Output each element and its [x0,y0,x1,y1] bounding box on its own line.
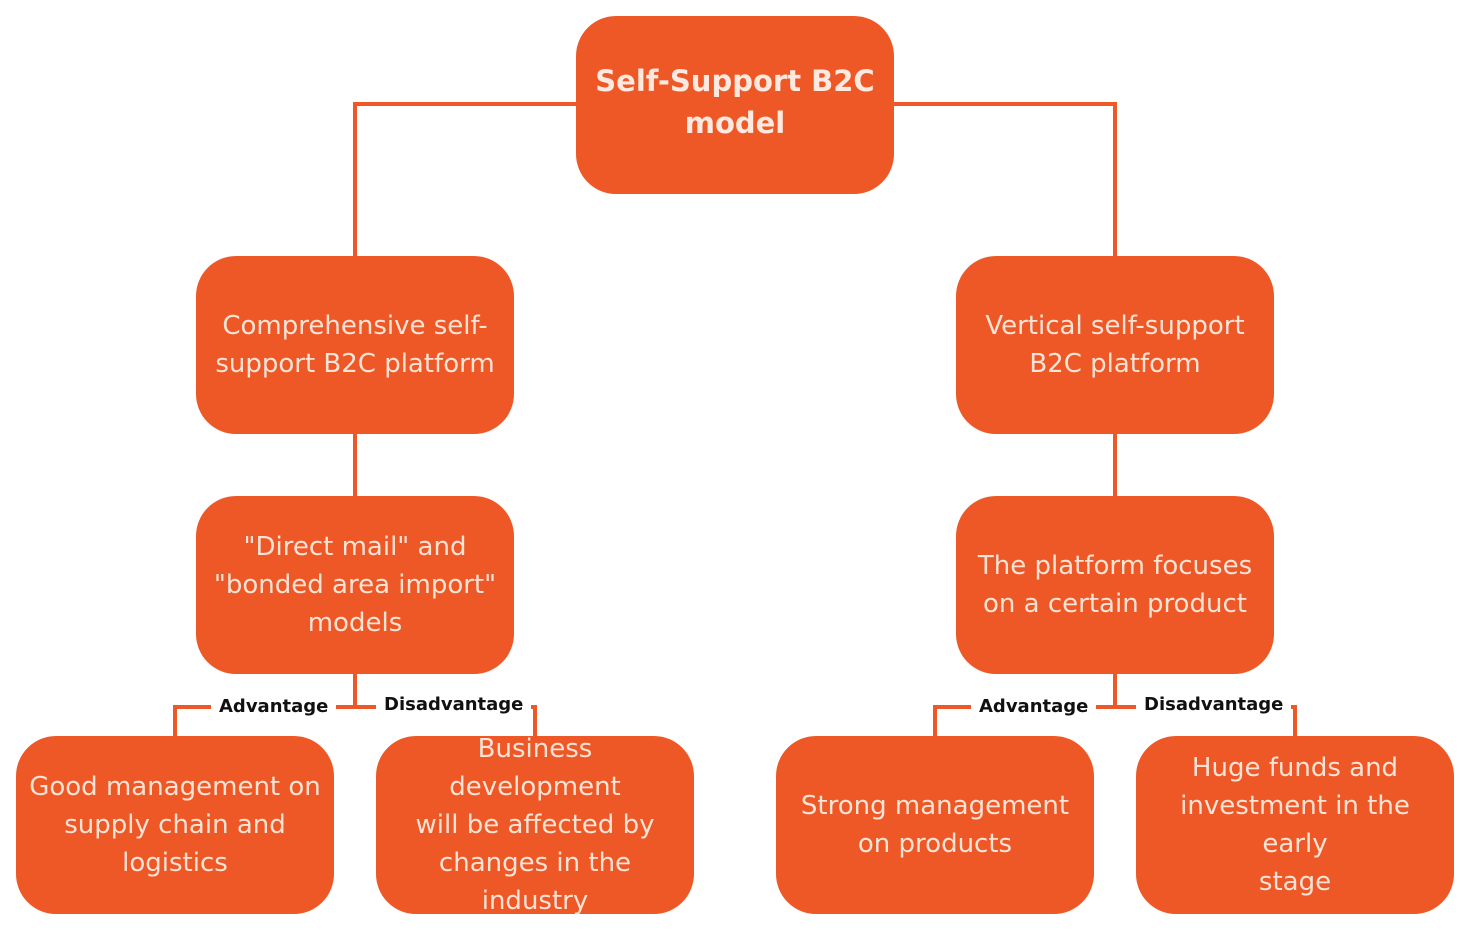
vertical-platform-node: Vertical self-support B2C platform [956,256,1274,434]
left-advantage-label: Advantage [211,696,337,718]
left-disadvantage-node: Business development will be affected by… [376,734,694,916]
left-disadvantage-label: Disadvantage [376,694,532,716]
right-disadvantage-line-3: stage [1258,867,1332,897]
root-title-line-2: model [684,106,786,140]
direct-mail-models-line-3: models [307,608,403,638]
comprehensive-platform-line-2: support B2C platform [215,349,495,379]
left-advantage-line-2: supply chain and [64,810,286,840]
left-disadvantage-line-1: Business development [449,734,621,802]
direct-mail-models-node: "Direct mail" and "bonded area import" m… [196,496,514,674]
root-node: Self-Support B2C model [576,16,894,194]
product-focus-line-1: The platform focuses [977,551,1253,581]
connector-root-to-right [894,102,1117,256]
right-advantage-line-2: on products [857,829,1013,859]
connector-root-to-left [353,102,576,256]
direct-mail-models-line-2: "bonded area import" [213,570,497,600]
left-advantage-node: Good management on supply chain and logi… [16,736,334,914]
left-disadvantage-line-2: will be affected by [415,810,655,840]
right-disadvantage-label: Disadvantage [1136,694,1292,716]
left-advantage-line-3: logistics [122,848,228,878]
right-advantage-label: Advantage [971,696,1097,718]
product-focus-line-2: on a certain product [983,589,1247,619]
direct-mail-models-line-1: "Direct mail" and [243,532,467,562]
right-advantage-line-1: Strong management [800,791,1070,821]
vertical-platform-line-1: Vertical self-support [985,311,1245,341]
right-advantage-node: Strong management on products [776,736,1094,914]
product-focus-node: The platform focuses on a certain produc… [956,496,1274,674]
left-advantage-line-1: Good management on [29,772,321,802]
vertical-platform-line-2: B2C platform [1029,349,1201,379]
right-disadvantage-node: Huge funds and investment in the early s… [1136,736,1454,914]
left-disadvantage-line-3: changes in the industry [438,848,632,916]
root-title-line-1: Self-Support B2C [595,64,875,98]
comprehensive-platform-node: Comprehensive self- support B2C platform [196,256,514,434]
right-disadvantage-line-2: investment in the early [1180,791,1410,859]
comprehensive-platform-line-1: Comprehensive self- [222,311,488,341]
right-disadvantage-line-1: Huge funds and [1191,753,1399,783]
